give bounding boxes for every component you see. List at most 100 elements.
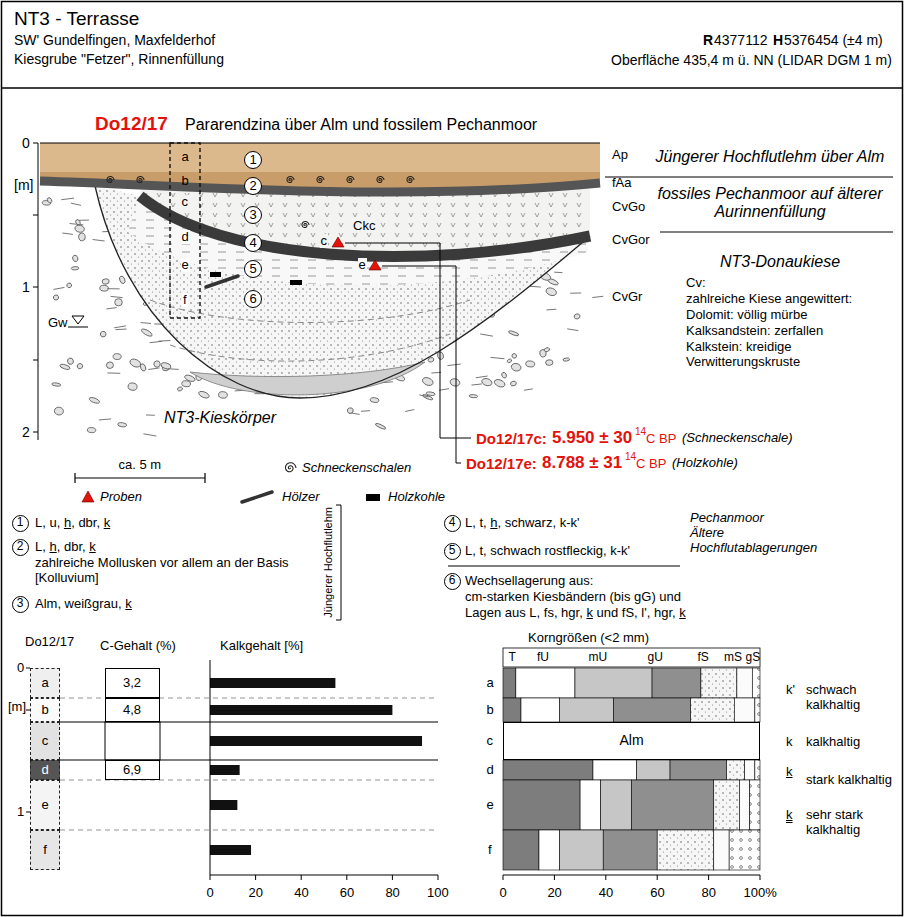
row-letter: f	[488, 843, 492, 858]
date-label: (Holzkohle)	[672, 456, 738, 471]
pebble	[510, 381, 517, 387]
grain-fraction	[714, 830, 729, 870]
column-segment: e	[30, 780, 60, 830]
fraction-label: T	[509, 651, 516, 665]
wood-piece	[242, 492, 272, 502]
node-text: b	[41, 703, 48, 717]
unit-label: NT3-Donaukiese	[720, 253, 840, 271]
axis-tick	[255, 875, 256, 880]
axis-tick	[438, 875, 439, 880]
column-letter: c	[181, 195, 190, 210]
scale-bar	[75, 473, 205, 483]
grain-fraction	[755, 698, 760, 722]
axis-tick	[392, 875, 393, 880]
key-text: stark kalkhaltig	[806, 773, 892, 788]
carbon-cell: 4,8	[105, 698, 160, 722]
axis-label: 1	[22, 279, 30, 295]
bedding-dash	[150, 341, 163, 342]
bedding-dash	[116, 329, 127, 331]
wood-piece	[206, 276, 238, 287]
row-letter: d	[487, 763, 494, 778]
node-text: 6	[249, 292, 256, 306]
column-segment: a	[30, 668, 60, 698]
sample-marker	[332, 237, 344, 247]
pebble	[60, 363, 71, 370]
sample-marker	[369, 260, 381, 270]
header-text: SW' Gundelfingen, Maxfelderhof	[14, 32, 215, 48]
sampling-column	[170, 143, 200, 318]
grain-fraction	[601, 780, 632, 830]
bedding-dash	[480, 334, 493, 336]
snail-shell	[317, 176, 324, 182]
pebble	[449, 378, 460, 387]
weathering-note: Kalkstein: kreidige Verwitterungskruste	[686, 340, 836, 370]
pebble	[119, 275, 127, 284]
tick-label: 60	[340, 886, 354, 901]
snail-shell	[407, 176, 414, 182]
group-label: Pechanmoor	[690, 511, 764, 526]
lime-bar	[210, 678, 335, 688]
legend-text: Schneckenschalen	[302, 461, 411, 476]
column-segment: c	[30, 722, 60, 760]
carbon-cell: 3,2	[105, 668, 160, 698]
tick-label: 0	[207, 886, 214, 901]
bedding-dash	[530, 286, 541, 288]
grain-fraction	[737, 668, 752, 698]
layer-description: L, t, schwach rostfleckig, k-k'	[465, 544, 630, 559]
pebble	[511, 353, 517, 359]
column-segment: f	[30, 830, 60, 870]
pebble	[426, 392, 435, 396]
weathering-note: Cv:	[686, 276, 706, 291]
unit-rule	[448, 566, 680, 567]
key-symbol: k	[786, 735, 793, 750]
sample-marker	[82, 491, 94, 502]
carbon-cell	[105, 722, 160, 760]
pebble	[370, 397, 379, 402]
axis-tick	[760, 875, 761, 880]
legend-text: Holzkohle	[388, 490, 445, 505]
text-part: k	[786, 764, 793, 779]
key-text: schwach kalkhaltig	[806, 683, 896, 713]
pebble	[177, 386, 183, 391]
groundwater-label: Gw	[48, 316, 68, 331]
bedding-dash	[439, 389, 449, 391]
grain-fraction	[745, 760, 755, 780]
text-part: , schwarz, k-k'	[498, 515, 580, 530]
profile-title: Pararendzina über Alm und fossilem Pecha…	[185, 116, 537, 134]
grain-fraction	[739, 780, 749, 830]
pebble	[501, 372, 508, 379]
axis-tick	[554, 875, 555, 880]
axis-tick	[708, 875, 709, 880]
grain-fraction	[560, 698, 614, 722]
layer-number: 4	[444, 515, 461, 532]
horizon-label: Ap	[612, 148, 628, 163]
node-text: e	[41, 798, 48, 812]
bedding-dash	[592, 296, 603, 297]
bedding-dash	[491, 357, 505, 358]
pebble	[115, 299, 123, 307]
tick-label: 80	[385, 886, 399, 901]
bedding-dash	[471, 384, 481, 385]
grain-fraction	[691, 698, 735, 722]
header-text: Kiesgrube "Fetzer", Rinnenfüllung	[14, 51, 224, 67]
text-part: k	[586, 605, 593, 620]
fraction-label: gU	[648, 651, 663, 665]
axis-label: [m]	[8, 700, 26, 715]
axis-tick	[503, 875, 504, 880]
node-text: 1	[17, 516, 24, 529]
depth-axis	[38, 143, 39, 440]
text-part: h	[490, 515, 497, 530]
scale-label: ca. 5 m	[119, 458, 162, 473]
axis-tick	[33, 360, 38, 361]
layer-faa	[40, 172, 600, 192]
bedding-dash	[419, 395, 428, 397]
bedding-dash	[99, 419, 111, 420]
pebble	[106, 362, 114, 369]
axis-tick	[33, 215, 38, 216]
carbon-cell: 6,9	[105, 760, 160, 780]
bedding-dash	[143, 434, 156, 436]
row-letter: a	[487, 676, 494, 691]
column-letter: a	[182, 150, 189, 165]
bedding-dash	[53, 287, 64, 289]
layer-number: 1	[244, 151, 262, 169]
